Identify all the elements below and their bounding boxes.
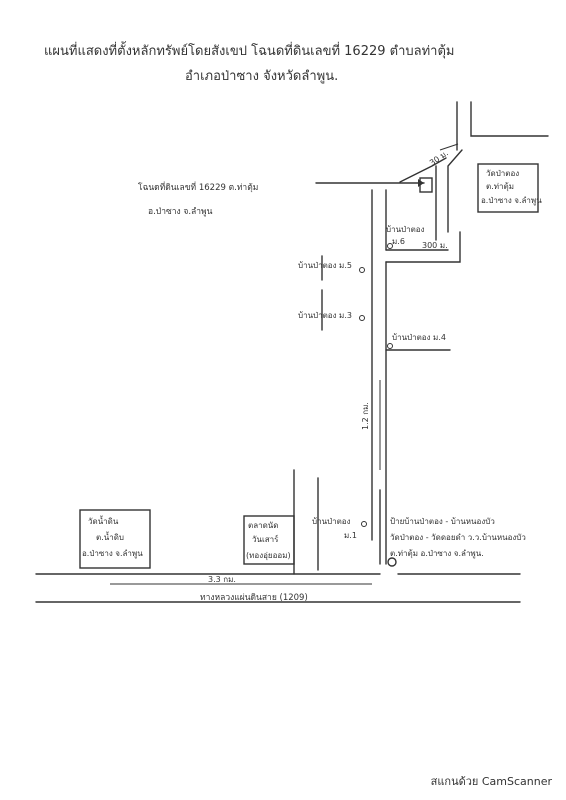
sign-line2: วัดป่าตอง - วัดดอยดำ ว.ว.บ้านหนองบัว xyxy=(390,533,526,542)
camscanner-watermark: สแกนด้วย CamScanner xyxy=(430,775,552,788)
wat-pa-tong-box xyxy=(477,163,539,213)
sign-line1: ป้ายบ้านป่าตอง - บ้านหนองบัว xyxy=(390,517,495,526)
wat-pa-tong-name: วัดป่าตอง xyxy=(486,169,519,178)
connector-road-b xyxy=(447,149,463,233)
wat-nam-din-tambon: ต.น้ำดิบ xyxy=(96,531,124,542)
distance-300m: 300 ม. xyxy=(422,241,448,250)
market-day: วันเสาร์ xyxy=(252,534,279,544)
distance-30m: 30 ม. xyxy=(428,148,450,167)
road-300m-lower xyxy=(385,231,461,263)
ban-pa-tong-3: บ้านป่าตอง ม.3 xyxy=(298,311,352,320)
market-sub: (ทองอุ่ยออม) xyxy=(246,551,291,560)
dim-30m xyxy=(439,143,459,151)
distance-3-3km: 3.3 กม. xyxy=(208,575,236,584)
ban-pa-tong-5-marker xyxy=(359,267,365,273)
plot-label-line2: อ.ป่าซาง จ.ลำพูน xyxy=(148,207,213,217)
plot-arrow-head xyxy=(418,179,424,187)
ban-pa-tong-1-marker xyxy=(361,521,367,527)
ban-pa-tong-5: บ้านป่าตอง ม.5 xyxy=(298,261,352,270)
market-name: ตลาดนัด xyxy=(248,521,278,530)
distance-1-2km: 1.2 กม. xyxy=(361,402,370,430)
plot-marker xyxy=(419,177,433,193)
ban-pa-tong-1-name: บ้านป่าตอง xyxy=(312,517,351,526)
wat-nam-din-box xyxy=(79,509,151,569)
highway-name: ทางหลวงแผ่นดินสาย (1209) xyxy=(200,593,308,603)
sign-line3: ต.ท่าตุ้ม อ.ป่าซาง จ.ลำพูน. xyxy=(390,549,484,559)
top-road-right xyxy=(470,101,549,137)
map-title-line2: อำเภอป่าซาง จังหวัดลำพูน. xyxy=(185,69,338,84)
wat-nam-din-name: วัดน้ำดิน xyxy=(88,515,119,526)
ban-pa-tong-6-name: บ้านป่าตอง xyxy=(386,225,425,234)
map-title-line1: แผนที่แสดงที่ตั้งหลักทรัพย์โดยสังเขป โฉน… xyxy=(44,41,455,59)
sign-marker xyxy=(387,557,397,567)
ban-pa-tong-6-moo: ม.6 xyxy=(392,237,405,246)
ban-pa-tong-3-marker xyxy=(359,315,365,321)
market-box xyxy=(243,515,295,565)
plot-label-line1: โฉนดที่ดินเลขที่ 16229 ต.ท่าตุ้ม xyxy=(138,181,258,193)
connector-road-a xyxy=(399,157,447,183)
wat-nam-din-amphoe: อ.ป่าซาง จ.ลำพูน xyxy=(82,549,143,559)
ban-pa-tong-4: บ้านป่าตอง ม.4 xyxy=(392,333,446,342)
wat-pa-tong-tambon: ต.ท่าตุ้ม xyxy=(486,182,514,191)
ban-pa-tong-6-marker xyxy=(387,243,393,249)
ban-pa-tong-1-moo: ม.1 xyxy=(344,531,357,540)
ban-pa-tong-4-marker xyxy=(387,343,393,349)
wat-pa-tong-amphoe: อ.ป่าซาง จ.ลำพูน xyxy=(481,196,542,206)
